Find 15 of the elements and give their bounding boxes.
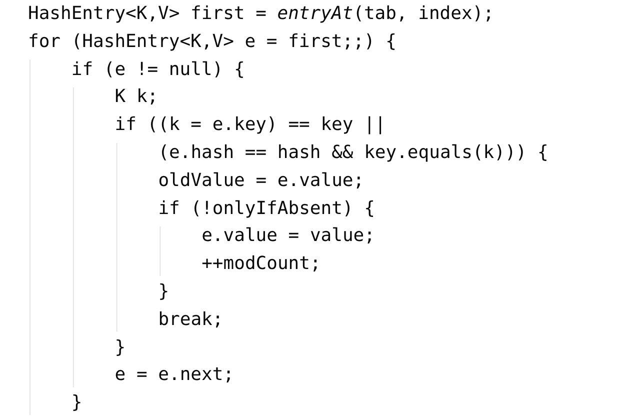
code-line: oldValue = e.value; [158, 168, 364, 193]
code-line: if (e != null) { [71, 58, 245, 82]
code-line: e = e.next; [114, 363, 234, 388]
code-line: (e.hash == hash && key.equals(k))) { [158, 141, 548, 165]
code-line: } [114, 336, 126, 360]
code-line: ++modCount; [202, 252, 321, 276]
code-line: e.value = value; [202, 224, 375, 248]
code-line: if ((k = e.key) == key || [114, 113, 386, 138]
code-line: } [158, 280, 170, 304]
code-line: if (!onlyIfAbsent) { [158, 196, 375, 221]
code-line: HashEntry<K,V> first = entryAt(tab, index); [28, 2, 494, 26]
code-line: } [71, 391, 82, 416]
code-line: break; [158, 308, 224, 332]
code-line: for (HashEntry<K,V> e = first;;) { [28, 30, 396, 54]
code-line: K k; [114, 85, 158, 110]
